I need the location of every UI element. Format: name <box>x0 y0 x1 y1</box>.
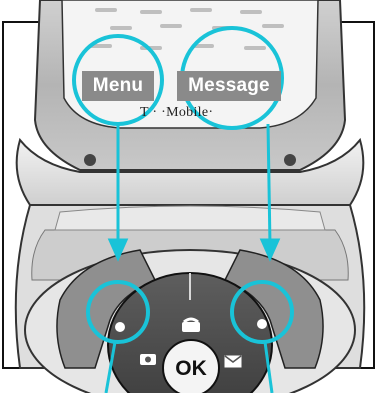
hinge-screw-right <box>284 154 296 166</box>
message-arrow-line <box>268 124 270 245</box>
hinge-screw-left <box>84 154 96 166</box>
brand-logo-text: T · ·Mobile· <box>140 105 213 121</box>
ok-button-label: OK <box>170 357 212 381</box>
right-softkey-dot <box>257 319 267 329</box>
left-softkey-dot <box>115 322 125 332</box>
envelope-icon <box>225 356 241 367</box>
message-softkey-label: Message <box>177 71 281 101</box>
menu-softkey-label: Menu <box>82 71 154 101</box>
camera-icon <box>140 354 156 365</box>
